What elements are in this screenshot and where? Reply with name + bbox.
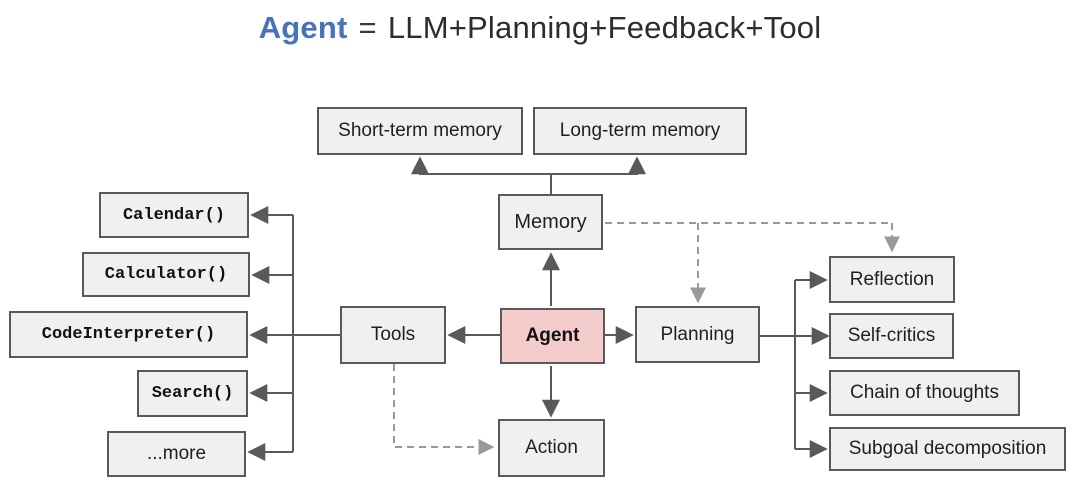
node-code-interpreter: CodeInterpreter() bbox=[9, 311, 248, 358]
diagram-title: Agent = LLM+Planning+Feedback+Tool bbox=[0, 10, 1080, 46]
node-chain-of-thoughts: Chain of thoughts bbox=[829, 370, 1020, 416]
node-action: Action bbox=[498, 419, 605, 477]
node-subgoal-decomposition: Subgoal decomposition bbox=[829, 427, 1066, 471]
title-formula: LLM+Planning+Feedback+Tool bbox=[387, 10, 822, 45]
node-self-critics: Self-critics bbox=[829, 313, 954, 359]
title-agent-word: Agent bbox=[258, 10, 348, 45]
node-planning: Planning bbox=[635, 306, 760, 363]
node-search: Search() bbox=[137, 370, 248, 417]
node-tools: Tools bbox=[340, 306, 446, 364]
node-long-term-memory: Long-term memory bbox=[533, 107, 747, 155]
node-memory: Memory bbox=[498, 194, 603, 250]
node-reflection: Reflection bbox=[829, 256, 955, 303]
node-calendar: Calendar() bbox=[99, 192, 249, 238]
node-calculator: Calculator() bbox=[82, 252, 250, 297]
node-more: ...more bbox=[107, 431, 246, 477]
edge-tools-action-dashed bbox=[393, 364, 495, 455]
title-equals-sign: = bbox=[358, 10, 377, 45]
solid-connectors bbox=[247, 156, 830, 461]
node-agent: Agent bbox=[500, 308, 605, 364]
dashed-connectors bbox=[393, 222, 900, 455]
node-short-term-memory: Short-term memory bbox=[317, 107, 523, 155]
